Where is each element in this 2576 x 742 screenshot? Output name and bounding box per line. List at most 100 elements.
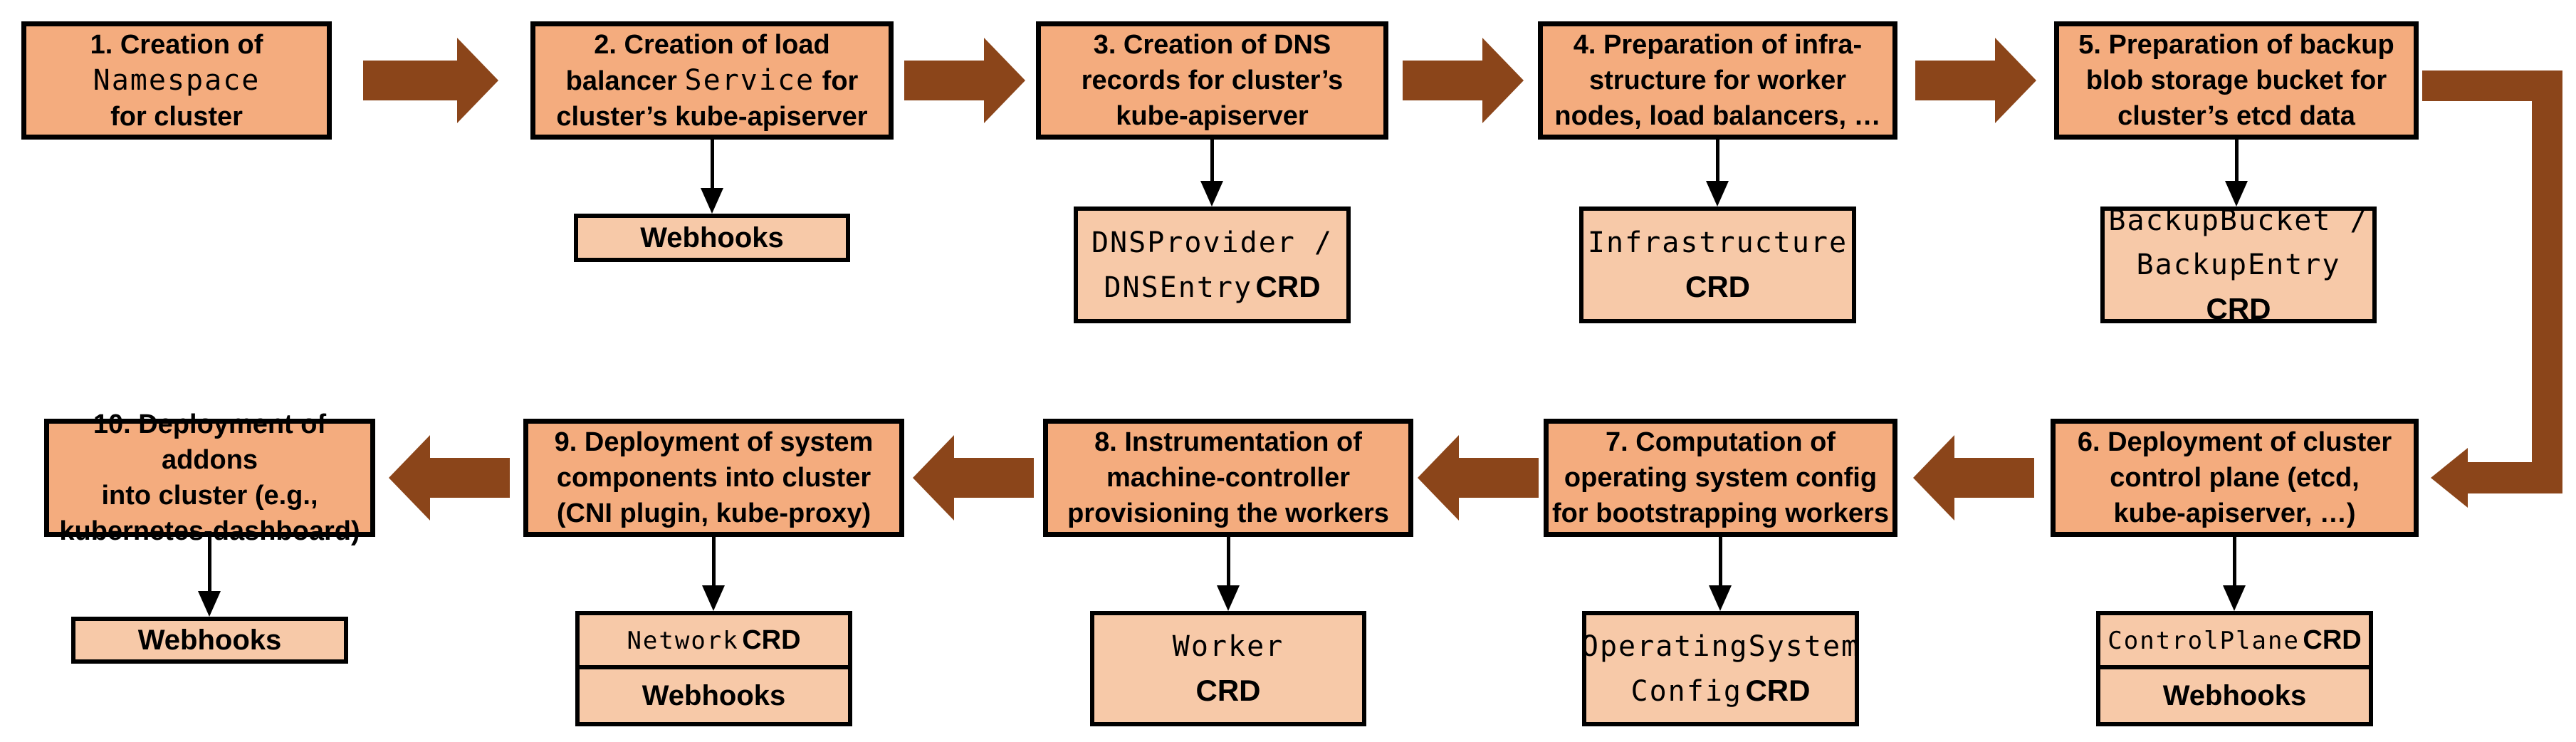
webhooks-label: Webhooks (137, 624, 282, 656)
infrastructure-code-text: Infrastructure (1587, 226, 1848, 259)
crd-label: CRD (1195, 674, 1261, 707)
arrow-line (1227, 537, 1230, 587)
arrow-line (2233, 537, 2236, 587)
flow-arrow-8-9 (913, 435, 1034, 521)
dnsentry-code-text: DNSEntry (1104, 271, 1253, 304)
arrow-head-down-icon (1706, 181, 1729, 207)
arrow-head-down-icon (2223, 585, 2246, 611)
webhooks-box-step6: Webhooks (2096, 665, 2373, 726)
elbow-bottom-segment (2468, 462, 2562, 493)
arrow-head-right-icon (1482, 38, 1524, 123)
arrow-shaft (953, 458, 1034, 498)
service-code-text: Service (684, 63, 815, 97)
sub-arrow-step10 (197, 537, 222, 617)
dns-crd-box: DNSProvider / DNSEntry CRD (1074, 207, 1351, 323)
webhooks-box-step10: Webhooks (71, 617, 348, 664)
flow-arrow-4-5 (1915, 38, 2036, 123)
step-6-box: 6. Deployment of cluster control plane (… (2051, 419, 2419, 537)
step-5-text: 5. Preparation of backup blob storage bu… (2078, 30, 2394, 131)
namespace-code-text: Namespace (93, 63, 261, 97)
webhooks-label: Webhooks (642, 679, 786, 711)
step-8-text: 8. Instrumentation of machine-controller… (1067, 427, 1389, 528)
step-7-box: 7. Computation of operating system confi… (1544, 419, 1897, 537)
crd-label: CRD (2303, 625, 2362, 655)
controlplane-code-text: ControlPlane (2108, 626, 2300, 655)
step-9-box: 9. Deployment of system components into … (523, 419, 904, 537)
webhooks-box-step9: Webhooks (575, 665, 852, 726)
crd-label: CRD (2206, 292, 2271, 325)
arrow-line (1210, 140, 1214, 182)
sub-arrow-step6 (2221, 537, 2247, 611)
sub-arrow-step3 (1199, 140, 1225, 207)
step-6-text: 6. Deployment of cluster control plane (… (2077, 427, 2392, 528)
arrow-shaft (1915, 61, 1996, 100)
step-1-text: 1. Creation of Namespace for cluster (90, 29, 263, 132)
webhooks-label: Webhooks (2162, 679, 2307, 711)
arrow-shaft (429, 458, 510, 498)
step-7-text: 7. Computation of operating system confi… (1552, 427, 1889, 528)
flow-arrow-3-4 (1403, 38, 1524, 123)
arrow-head-right-icon (457, 38, 498, 123)
step-9-text: 9. Deployment of system components into … (554, 427, 874, 528)
network-crd-box: Network CRD (575, 611, 852, 669)
arrow-head-down-icon (1709, 585, 1732, 611)
crd-label: CRD (1255, 269, 1321, 303)
step-2-text: 2. Creation of load balancer Service for… (556, 29, 868, 132)
step-1-box: 1. Creation of Namespace for cluster (21, 21, 332, 140)
step-5-box: 5. Preparation of backup blob storage bu… (2054, 21, 2419, 140)
arrow-shaft (1403, 61, 1484, 100)
arrow-head-left-icon (913, 435, 954, 521)
arrow-head-down-icon (1217, 585, 1240, 611)
arrow-head-down-icon (702, 585, 725, 611)
arrow-shaft (1457, 458, 1539, 498)
sub-arrow-step4 (1705, 140, 1730, 207)
arrow-line (2235, 140, 2239, 182)
sub-arrow-step8 (1215, 537, 1241, 611)
sub-arrow-step5 (2224, 140, 2249, 207)
flow-arrow-6-7 (1913, 435, 2034, 521)
arrow-head-right-icon (984, 38, 1025, 123)
arrow-line (711, 140, 714, 189)
arrow-head-left-icon (2431, 448, 2468, 508)
crd-label: CRD (1685, 270, 1750, 303)
config-code-text: Config (1630, 674, 1743, 708)
step-10-box: 10. Deployment of addons into cluster (e… (44, 409, 375, 546)
flow-arrow-1-2 (363, 38, 498, 123)
flow-arrow-7-8 (1418, 435, 1539, 521)
arrow-head-down-icon (701, 188, 723, 214)
elbow-vertical-segment (2532, 70, 2562, 493)
arrow-shaft (363, 61, 459, 100)
arrow-line (712, 537, 716, 587)
arrow-head-right-icon (1995, 38, 2036, 123)
webhooks-label: Webhooks (640, 221, 784, 254)
dnsprovider-code-text: DNSProvider / (1091, 226, 1334, 259)
operatingsystemconfig-crd-box: OperatingSystem Config CRD (1581, 611, 1860, 726)
flow-arrow-2-3 (904, 38, 1025, 123)
step-3-text: 3. Creation of DNS records for cluster’s… (1081, 30, 1344, 131)
webhooks-box-step2: Webhooks (574, 214, 850, 262)
arrow-head-left-icon (389, 435, 430, 521)
arrow-shaft (1953, 458, 2034, 498)
arrow-head-left-icon (1913, 435, 1954, 521)
backup-crd-box: BackupBucket / BackupEntry CRD (2100, 204, 2377, 325)
worker-code-text: Worker (1172, 630, 1284, 663)
backupbucket-code-text: BackupBucket / (2108, 204, 2369, 237)
controlplane-crd-box: ControlPlane CRD (2096, 611, 2373, 669)
arrow-shaft (904, 61, 985, 100)
arrow-line (1716, 140, 1719, 182)
arrow-line (1719, 537, 1722, 587)
sub-arrow-step7 (1707, 537, 1733, 611)
infrastructure-crd-box: Infrastructure CRD (1579, 207, 1856, 323)
crd-label: CRD (1745, 673, 1811, 707)
sub-arrow-step2 (699, 140, 725, 214)
worker-crd-box: Worker CRD (1090, 611, 1366, 726)
operatingsystem-code-text: OperatingSystem (1581, 629, 1860, 663)
step-4-box: 4. Preparation of infra- structure for w… (1538, 21, 1897, 140)
step-2-box: 2. Creation of load balancer Service for… (530, 21, 894, 140)
step-8-box: 8. Instrumentation of machine-controller… (1043, 419, 1413, 537)
network-code-text: Network (627, 626, 739, 655)
step-3-box: 3. Creation of DNS records for cluster’s… (1036, 21, 1388, 140)
flow-arrow-9-10 (389, 435, 510, 521)
arrow-line (208, 537, 211, 592)
